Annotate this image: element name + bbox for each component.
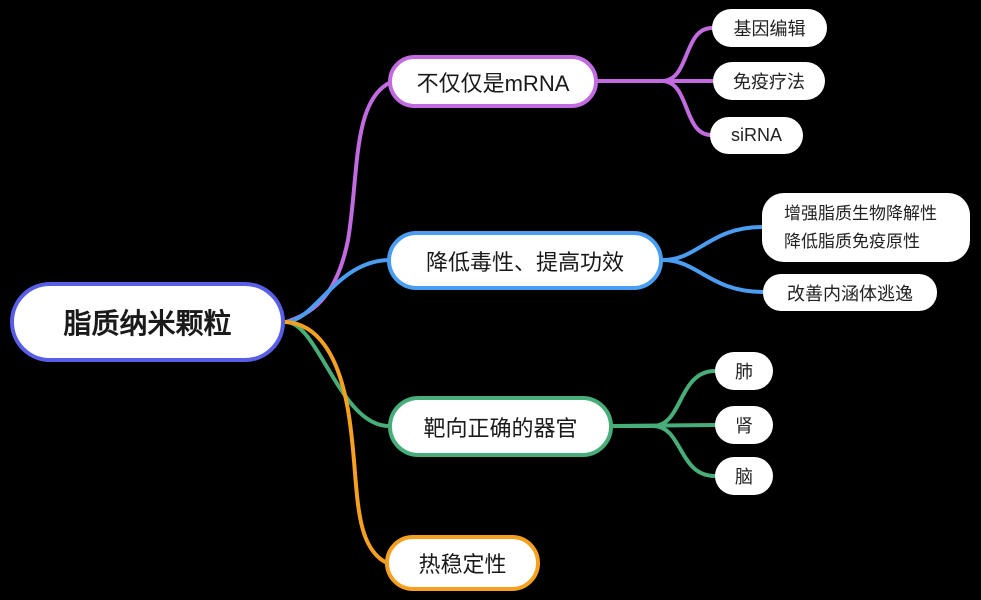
node-root-lipid-nanoparticles[interactable]: 脂质纳米颗粒: [10, 282, 285, 362]
node-leaf-sirna[interactable]: siRNA: [710, 117, 803, 154]
edge-branch-1-to-leaf-gene-editing: [596, 26, 714, 83]
edge-root-to-branch-3: [284, 320, 391, 428]
edge-root-to-branch-4: [284, 320, 389, 565]
node-label: 脂质纳米颗粒: [63, 308, 232, 339]
node-label: siRNA: [730, 125, 782, 145]
edge-root-to-branch-1: [284, 80, 393, 324]
node-leaf-kidney[interactable]: 肾: [715, 406, 773, 444]
edge-root-to-branch-2: [284, 258, 390, 324]
edge-branch-2-to-leaf-endosome: [661, 258, 765, 294]
node-branch-not-only-mrna[interactable]: 不仅仅是mRNA: [388, 55, 598, 108]
node-label: 脑: [735, 467, 753, 487]
node-leaf-immunotherapy[interactable]: 免疫疗法: [713, 62, 825, 100]
node-label: 热稳定性: [418, 552, 507, 577]
node-branch-thermal-stability[interactable]: 热稳定性: [385, 535, 540, 591]
node-label: 肺: [735, 362, 753, 382]
edge-branch-2-to-leaf-degradability: [661, 225, 764, 262]
node-branch-reduce-toxicity[interactable]: 降低毒性、提高功效: [387, 231, 663, 290]
node-label: 靶向正确的器官: [423, 415, 578, 441]
node-label: 改善内涵体逃逸: [787, 283, 913, 304]
node-leaf-degradability-immunogenicity[interactable]: 增强脂质生物降解性 降低脂质免疫原性: [762, 193, 970, 262]
node-label: 基因编辑: [733, 19, 806, 39]
node-leaf-endosomal-escape[interactable]: 改善内涵体逃逸: [763, 274, 937, 311]
node-leaf-brain[interactable]: 脑: [715, 457, 773, 495]
node-label: 肾: [735, 416, 753, 436]
edge-branch-3-to-leaf-brain: [611, 424, 717, 478]
node-branch-target-organs[interactable]: 靶向正确的器官: [388, 396, 613, 457]
node-label: 不仅仅是mRNA: [416, 70, 570, 96]
node-label: 免疫疗法: [733, 72, 805, 92]
edge-branch-3-to-leaf-lung: [611, 369, 717, 428]
node-label: 降低毒性、提高功效: [425, 249, 624, 275]
node-leaf-gene-editing[interactable]: 基因编辑: [712, 9, 827, 47]
node-leaf-lung[interactable]: 肺: [715, 352, 773, 390]
edge-branch-1-to-leaf-sirna: [596, 79, 713, 137]
